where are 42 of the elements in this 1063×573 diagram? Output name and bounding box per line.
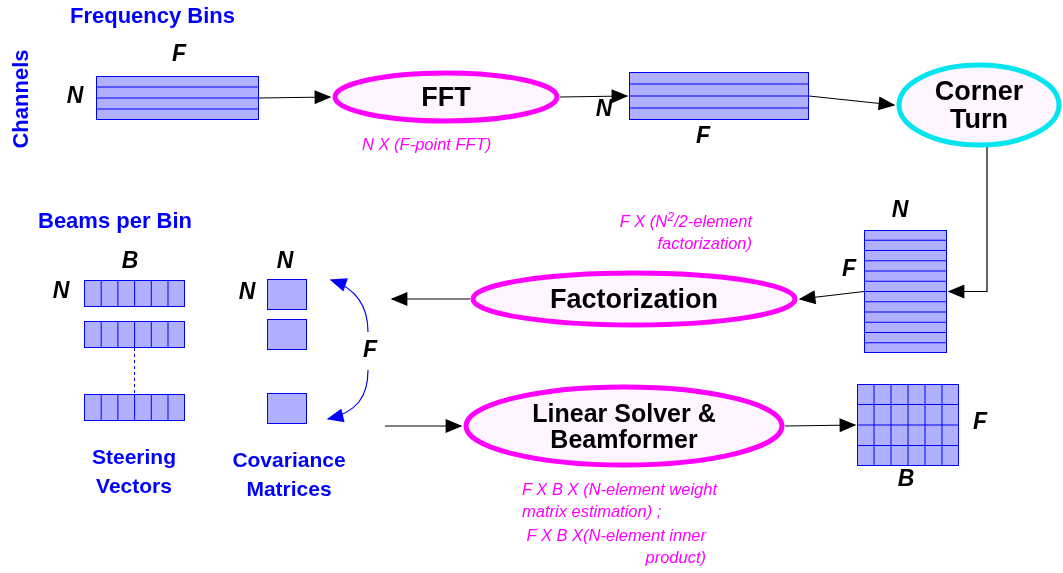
heading: Frequency Bins [70, 5, 237, 27]
arrow [798, 290, 865, 305]
heading: Beams per Bin [38, 210, 194, 232]
dimension-letter: N [890, 198, 910, 221]
arrow [784, 418, 857, 433]
dimension-letter: N [65, 84, 85, 107]
process-ellipse [896, 62, 1062, 148]
complexity-note: F X (N$^{2}$/2-element factorization) [618, 210, 752, 255]
arrow [559, 89, 629, 104]
matrix-grid [96, 76, 259, 120]
arrow [258, 90, 332, 105]
dimension-letter: F [170, 42, 188, 65]
arrow [947, 146, 988, 299]
process-ellipse [470, 270, 798, 328]
dimension-letter: F [840, 257, 858, 280]
dimension-letter: N [594, 97, 614, 120]
matrix-caption: Steering Vectors [91, 444, 177, 500]
complexity-note: F X B X(N-element inner product) [526, 525, 706, 569]
dimension-letter: N [51, 279, 71, 302]
process-ellipse [332, 70, 560, 124]
complexity-note: F X B X (N-element weight matrix estimation) ; [522, 479, 719, 523]
dimension-letter: B [896, 467, 916, 490]
dimension-letter: F [971, 410, 989, 433]
complexity-note: N X (F-point FFT) [362, 134, 493, 155]
matrix-grid [629, 72, 809, 120]
matrix-grid [864, 230, 947, 353]
process-ellipse [463, 384, 785, 468]
heading: Channels [10, 48, 32, 151]
arrow [384, 419, 463, 433]
process-label: Corner Turn [933, 76, 1025, 134]
dimension-letter: F [694, 124, 712, 147]
process-label: Factorization [549, 284, 719, 314]
process-label: FFT [420, 82, 472, 112]
arrow [808, 95, 896, 111]
dimension-letter: N [237, 280, 257, 303]
matrix-caption: Covariance Matrices [231, 447, 347, 503]
dimension-letter: F [361, 338, 379, 361]
dimension-letter: B [120, 249, 140, 272]
dimension-letter: N [275, 249, 295, 272]
matrix-grid [857, 384, 959, 466]
arrow [390, 292, 471, 306]
process-label: Linear Solver & Beamformer [531, 399, 717, 453]
